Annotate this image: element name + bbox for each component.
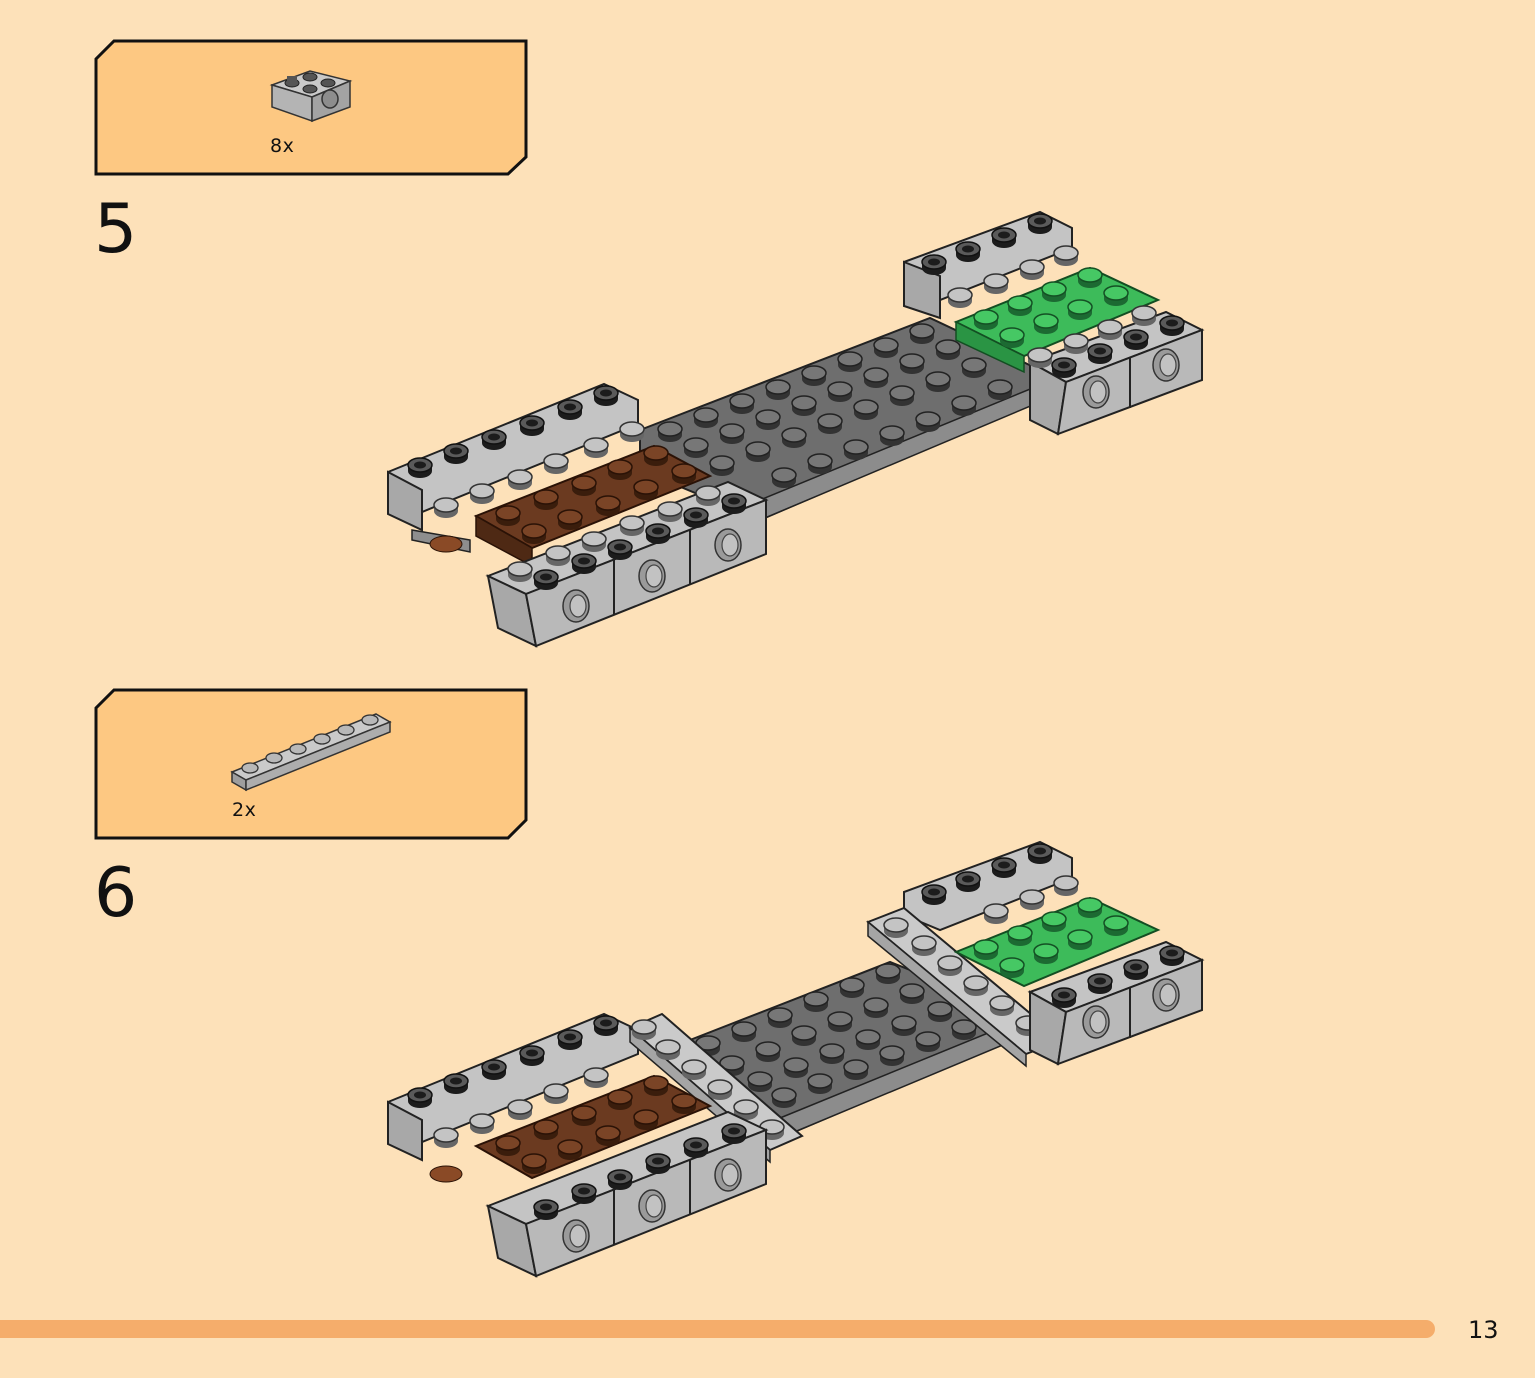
step-5-model — [387, 210, 1205, 648]
page-progress-bar — [0, 1320, 1435, 1338]
step-number: 6 — [94, 854, 138, 933]
part-quantity: 2x — [232, 799, 257, 821]
page-number: 13 — [1468, 1316, 1499, 1344]
part-quantity: 8x — [270, 135, 295, 157]
parts-callout-step-6: 2x — [94, 688, 528, 840]
technic-brick-1x2-with-hole-icon — [269, 70, 353, 123]
parts-callout-step-5: 8x — [94, 39, 528, 176]
step-number: 5 — [94, 190, 138, 269]
step-6-model — [387, 840, 1205, 1278]
plate-1x6-icon — [230, 713, 392, 792]
